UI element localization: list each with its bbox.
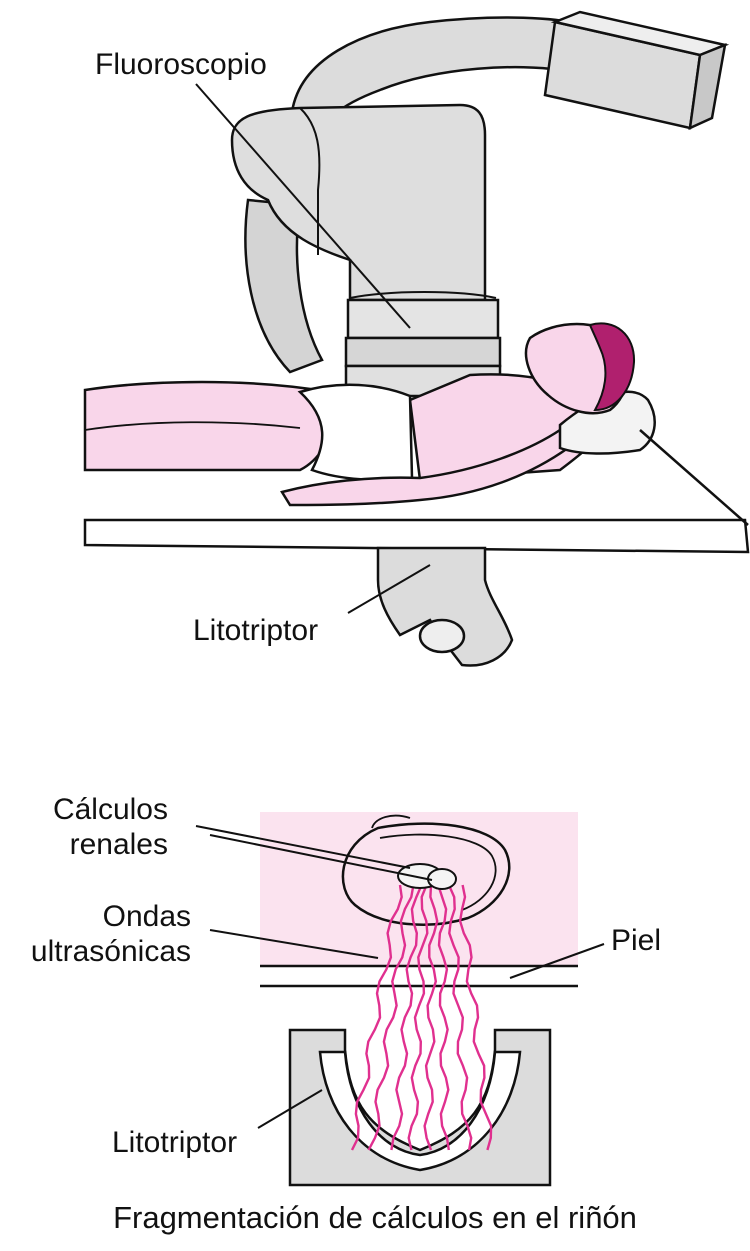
wave-line <box>423 884 439 1151</box>
table <box>83 429 750 554</box>
kidney-stones-label-line2: renales <box>69 828 168 861</box>
kidney-stones <box>397 863 457 890</box>
stones-leader-2 <box>209 834 433 881</box>
wave-line <box>407 884 429 1151</box>
ultrasonic-waves <box>350 884 493 1151</box>
patient <box>83 322 656 507</box>
wave-line <box>390 884 423 1151</box>
kidney-stones-label-line1: Cálculos <box>52 793 168 826</box>
skin-label: Piel <box>611 924 662 957</box>
wave-line <box>350 884 403 1151</box>
wave-line <box>458 884 493 1151</box>
lithotripter-top-label: Litotriptor <box>193 614 319 647</box>
waves-leader <box>209 929 379 959</box>
fluoroscope-arm <box>230 10 730 398</box>
caption: Fragmentación de cálculos en el riñón <box>113 1200 637 1235</box>
wave-line <box>447 884 473 1151</box>
lithotripter-top-device <box>376 546 514 667</box>
stones-leader-1 <box>195 825 411 869</box>
wave-line <box>437 884 450 1151</box>
waves-label-line1: Ondas <box>102 900 191 933</box>
wave-line <box>367 884 415 1151</box>
waves-label-line2: ultrasónicas <box>30 935 191 968</box>
lithotripter-top-leader <box>347 564 431 614</box>
skin-leader <box>509 943 605 979</box>
lithotripter-bottom-label: Litotriptor <box>112 1126 238 1159</box>
lithotripter-bottom-leader <box>257 1089 323 1129</box>
fluoroscope-leader <box>195 83 411 329</box>
skin-band <box>260 966 578 986</box>
fluoroscope-label: Fluoroscopio <box>95 48 267 81</box>
